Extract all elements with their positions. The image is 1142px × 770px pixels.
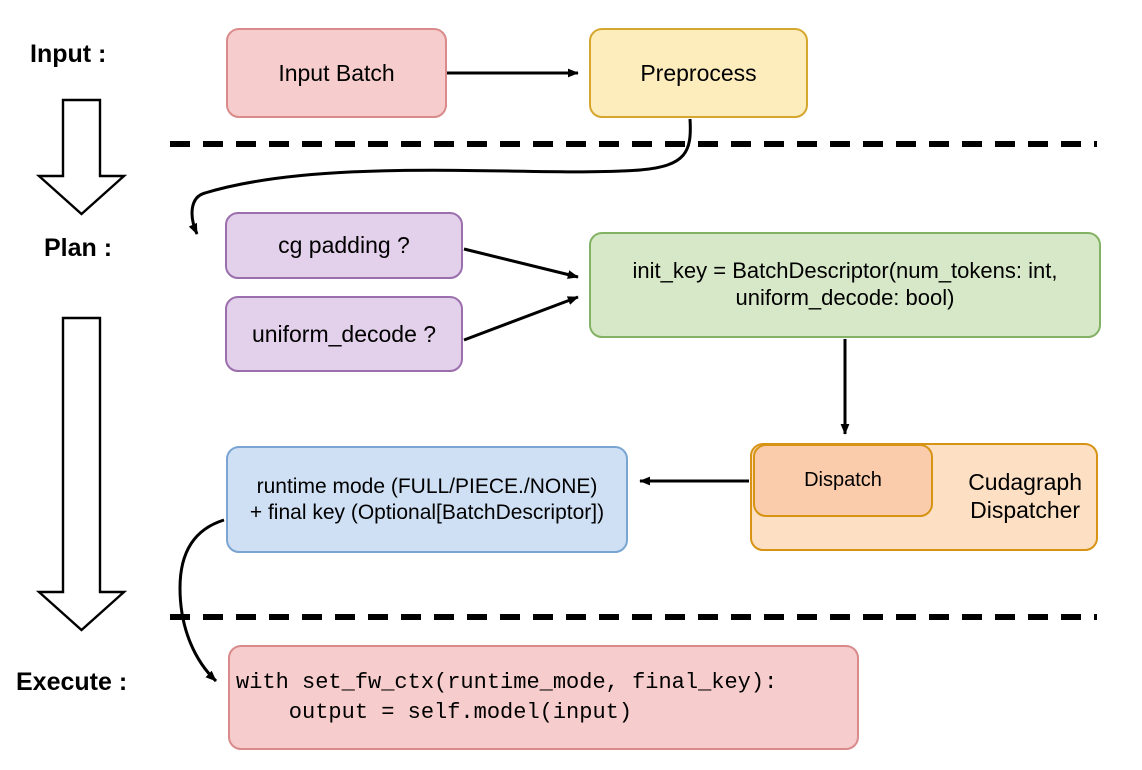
node-cudagraph-dispatcher-line1: Cudagraph xyxy=(968,469,1082,495)
node-cg-padding-label: cg padding ? xyxy=(278,232,410,259)
node-runtime-mode-text: runtime mode (FULL/PIECE./NONE) + final … xyxy=(228,474,626,525)
node-runtime-mode-line1: runtime mode (FULL/PIECE./NONE) xyxy=(256,474,598,498)
node-init-key-line2: uniform_decode: bool) xyxy=(735,285,955,310)
stage-label-input: Input : xyxy=(30,40,107,68)
node-input-batch-label: Input Batch xyxy=(278,59,395,86)
node-dispatch-label: Dispatch xyxy=(804,469,882,492)
node-cudagraph-dispatcher-line2: Dispatcher xyxy=(970,497,1081,524)
node-cg-padding[interactable]: cg padding ? xyxy=(225,212,463,279)
node-preprocess[interactable]: Preprocess xyxy=(589,28,808,118)
node-init-key[interactable]: init_key = BatchDescriptor(num_tokens: i… xyxy=(589,232,1101,338)
node-dispatch[interactable]: Dispatch xyxy=(753,444,933,517)
node-init-key-text: init_key = BatchDescriptor(num_tokens: i… xyxy=(591,258,1099,312)
edge-uniform-decode-to-init-key xyxy=(463,295,579,342)
node-exec-code-text: with set_fw_ctx(runtime_mode, final_key)… xyxy=(230,668,857,726)
edge-cg-padding-to-init-key xyxy=(463,247,579,279)
stage-arrow-input-to-plan xyxy=(35,98,128,216)
node-runtime-mode-line2: + final key (Optional[BatchDescriptor]) xyxy=(249,500,605,524)
node-uniform-decode-label: uniform_decode ? xyxy=(251,320,437,347)
node-runtime-mode[interactable]: runtime mode (FULL/PIECE./NONE) + final … xyxy=(226,446,628,553)
stage-arrow-plan-to-execute xyxy=(35,316,128,632)
node-preprocess-label: Preprocess xyxy=(640,59,757,86)
node-exec-code-line2: output = self.model(input) xyxy=(236,699,633,725)
node-uniform-decode[interactable]: uniform_decode ? xyxy=(225,296,463,372)
stage-label-plan: Plan : xyxy=(44,234,113,262)
node-init-key-line1: init_key = BatchDescriptor(num_tokens: i… xyxy=(632,258,1058,284)
stage-label-execute: Execute : xyxy=(16,668,128,696)
node-exec-code[interactable]: with set_fw_ctx(runtime_mode, final_key)… xyxy=(228,645,859,750)
node-cudagraph-dispatcher-text: Cudagraph Dispatcher xyxy=(968,468,1082,524)
edge-runtime-mode-to-exec-code xyxy=(178,518,225,683)
node-input-batch[interactable]: Input Batch xyxy=(226,28,447,118)
node-exec-code-line1: with set_fw_ctx(runtime_mode, final_key)… xyxy=(236,670,778,696)
